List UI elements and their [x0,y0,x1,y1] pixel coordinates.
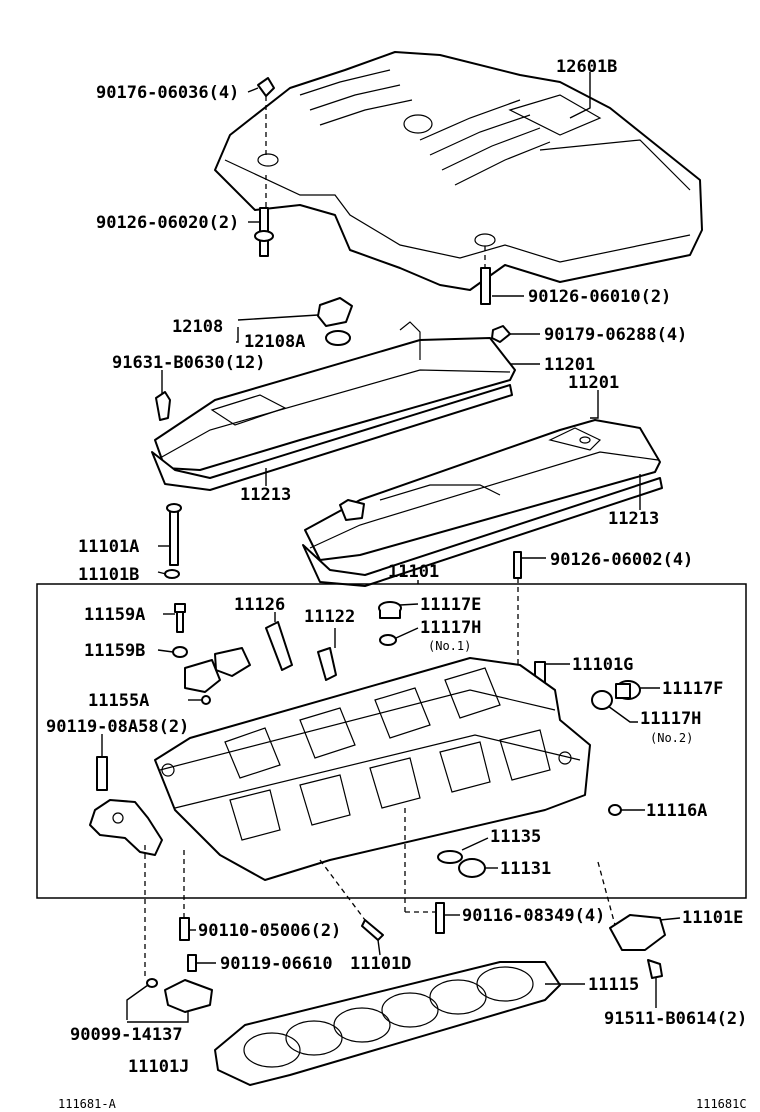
label-90116-08349: 90116-08349(4) [462,906,605,926]
label-11101: 11101 [388,562,439,582]
stud-90116-part [404,808,445,934]
label-11101J: 11101J [128,1057,189,1077]
plug-11117E-part [378,601,402,619]
seal-11131-part [458,858,486,878]
label-11101E: 11101E [682,908,743,928]
oring-90099-part [144,845,158,988]
label-11116A: 11116A [646,801,707,821]
label-11115: 11115 [588,975,639,995]
label-90126-06020: 90126-06020(2) [96,213,239,233]
label-90176-06036: 90176-06036(4) [96,83,239,103]
sensor-11101E-part [597,861,666,951]
oil-control-valve-11101J-part [164,979,213,1013]
plug-11116A-part [608,804,622,816]
grommet-90176-part [257,77,275,155]
part-labels: 12601B 90176-06036(4) 90126-06020(2) 901… [46,57,747,1111]
cylinder-head-part [154,657,591,881]
label-11201-lower: 11201 [568,373,619,393]
stud-90126-06020-part [254,175,274,257]
label-90119-06610: 90119-06610 [220,954,333,974]
plug-11159A-part [174,603,186,633]
cylinder-head-cover-upper-part [151,321,516,491]
label-11135: 11135 [490,827,541,847]
guide-11122-part [317,647,337,681]
label-90126-06002: 90126-06002(4) [550,550,693,570]
guide-11126-part [265,621,293,671]
label-11117H-no2: 11117H [640,709,701,729]
stud-90126-06002-part [513,551,522,668]
label-91511-B0614: 91511-B0614(2) [604,1009,747,1029]
label-90179-06288: 90179-06288(4) [544,325,687,345]
bolt-91511-part [647,959,663,979]
label-90099-14137: 90099-14137 [70,1025,183,1045]
label-11117H-no1: 11117H [420,618,481,638]
label-11122: 11122 [304,607,355,627]
label-90110-05006: 90110-05006(2) [198,921,341,941]
bolt-90110-part [179,850,190,941]
washer-11101B-part [164,569,180,579]
label-11201-upper: 11201 [544,355,595,375]
label-no1: (No.1) [428,639,471,653]
plug-11117H-no1-part [379,634,397,646]
cylinder-head-cover-lower-part [302,419,663,587]
label-11101D: 11101D [350,954,411,974]
label-11101G: 11101G [572,655,633,675]
label-11101B: 11101B [78,565,139,585]
label-11101A: 11101A [78,537,139,557]
footer-right-code: 111681C [696,1097,747,1111]
pin-11155A-part [201,695,211,705]
label-12601B: 12601B [556,57,617,77]
label-11159B: 11159B [84,641,145,661]
stud-90126-06010-part [480,246,491,305]
plug-11117F-part [615,680,641,700]
label-11117E: 11117E [420,595,481,615]
label-90126-06010: 90126-06010(2) [528,287,671,307]
label-11213-upper: 11213 [240,485,291,505]
seal-11117H-no2-part [591,690,613,710]
solenoid-housing-part [89,799,163,856]
seal-11135-part [437,850,463,864]
label-11159A: 11159A [84,605,145,625]
label-11126: 11126 [234,595,285,615]
washer-11159B-part [172,646,188,658]
bolt-91631-part [155,375,171,421]
bolt-90119-06610-part [187,954,197,972]
label-12108: 12108 [172,317,223,337]
cam-cap-part [184,647,251,693]
label-11117F: 11117F [662,679,723,699]
label-no2: (No.2) [650,731,693,745]
washer-90179-part [491,325,511,343]
head-gasket-part [214,961,561,1086]
leader-lines [101,72,681,1023]
oil-cap-12108-part [317,297,353,346]
label-91631-B0630: 91631-B0630(12) [112,353,266,373]
head-bolt-11101A-part [166,503,182,566]
assembly-frame [36,583,747,899]
label-11131: 11131 [500,859,551,879]
footer-left-code: 111681-A [58,1097,117,1111]
label-11155A: 11155A [88,691,149,711]
label-11213-lower: 11213 [608,509,659,529]
bolt-90119-08A58-part [96,756,108,791]
engine-cover-part [214,51,703,291]
label-12108A: 12108A [244,332,305,352]
label-90119-08A58: 90119-08A58(2) [46,717,189,737]
